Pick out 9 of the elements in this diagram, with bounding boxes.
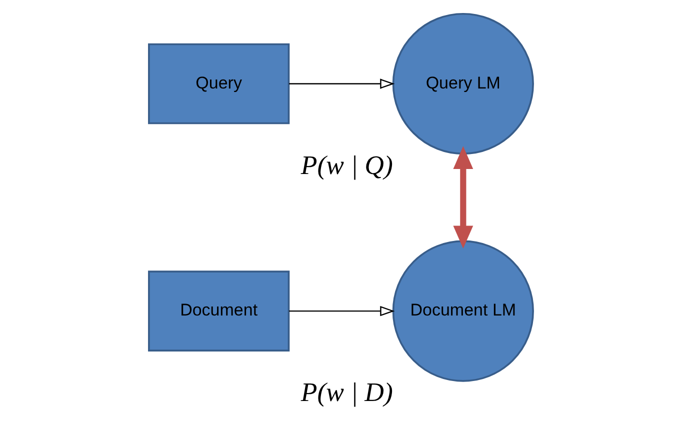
node-label: P(w | Q): [300, 149, 392, 180]
node-box: Document: [148, 270, 290, 351]
arrow: [288, 305, 394, 316]
node-label: P(w | D): [300, 376, 392, 407]
arrow: [288, 78, 394, 88]
node-circle: Document LM: [392, 240, 534, 382]
node-box: Query: [148, 42, 290, 124]
arrow: [452, 146, 473, 248]
node-circle: Query LM: [392, 12, 534, 154]
